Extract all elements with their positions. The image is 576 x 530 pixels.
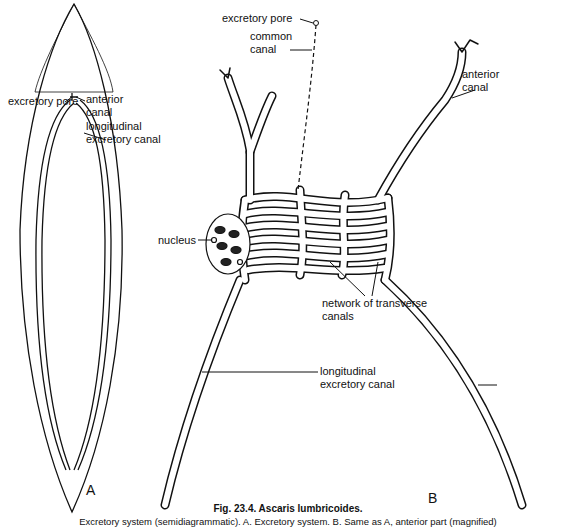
panel-letter: A [86,482,95,498]
part-label: nucleus [158,234,196,247]
part-label: anterior canal [86,93,136,119]
panel-letter: B [428,490,437,506]
excretory-pore-mark [314,21,319,26]
figure-caption: Excretory system (semidiagrammatic). A. … [0,516,576,527]
part-label: anterior canal [462,68,512,94]
nucleus-cell [206,214,250,274]
figure-title: Fig. 23.4. Ascaris lumbricoides. [0,503,576,514]
canals-b [165,40,522,505]
part-label: longitudinal excretory canal [86,120,174,146]
part-label: common canal [250,30,298,56]
part-label: longitudinal excretory canal [320,365,415,391]
part-label: network of transverse canals [322,297,432,323]
part-label: excretory pore [8,95,78,108]
worm-a [20,4,122,512]
leader-lines [65,19,497,385]
part-label: excretory pore [222,12,292,25]
